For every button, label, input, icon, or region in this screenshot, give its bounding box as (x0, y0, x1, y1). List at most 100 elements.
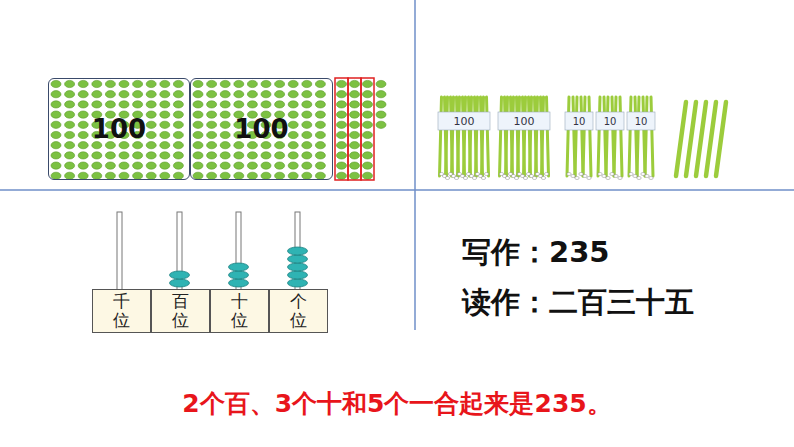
dot (288, 91, 298, 98)
stick-bundles (438, 97, 726, 180)
dot (363, 101, 373, 108)
divider (414, 0, 416, 330)
dot (133, 152, 143, 159)
dot (193, 80, 203, 87)
dot (363, 121, 373, 128)
dot (247, 91, 257, 98)
dot (193, 131, 203, 138)
stick-end (454, 177, 458, 180)
dot (234, 101, 244, 108)
stick (512, 97, 514, 176)
dot (302, 121, 312, 128)
dot (376, 121, 386, 128)
dot (350, 101, 360, 108)
bead (170, 279, 190, 287)
divider (0, 189, 794, 191)
stick (614, 97, 616, 176)
stick (505, 97, 507, 176)
bead (288, 247, 308, 255)
dot (350, 172, 360, 179)
dot (173, 162, 183, 169)
dot (220, 131, 230, 138)
stick (637, 97, 639, 176)
dot (193, 101, 203, 108)
dot (133, 91, 143, 98)
dot (193, 91, 203, 98)
dot (220, 162, 230, 169)
dot (220, 142, 230, 149)
dot (302, 152, 312, 159)
dot (51, 162, 61, 169)
dot (160, 121, 170, 128)
dot (119, 172, 129, 179)
dot (288, 142, 298, 149)
dot (261, 172, 271, 179)
bundle-label: 100 (454, 115, 475, 128)
dot (261, 91, 271, 98)
stick (463, 97, 465, 176)
dot (288, 162, 298, 169)
stick (506, 97, 508, 176)
bead (288, 279, 308, 287)
dot (105, 80, 115, 87)
stick-end (571, 175, 575, 178)
stick-end (523, 177, 527, 180)
dot (146, 111, 156, 118)
dot (207, 162, 217, 169)
single-stick (706, 102, 716, 176)
dot (160, 111, 170, 118)
dot (173, 111, 183, 118)
dot (146, 142, 156, 149)
stick-end (481, 177, 485, 180)
dot (315, 172, 325, 179)
dot (337, 131, 347, 138)
dot (51, 111, 61, 118)
dot (275, 152, 285, 159)
stick (475, 97, 477, 176)
dot (350, 162, 360, 169)
dot (247, 152, 257, 159)
dot (78, 121, 88, 128)
dot (160, 142, 170, 149)
stick-end (579, 173, 583, 176)
dot (350, 142, 360, 149)
stick-end (645, 175, 649, 178)
stick (523, 97, 525, 176)
dot (234, 172, 244, 179)
bead (288, 263, 308, 271)
dot (78, 172, 88, 179)
dot (207, 121, 217, 128)
bundle-band (438, 112, 490, 130)
written-form: 写作：235 (462, 233, 610, 273)
dot (65, 162, 75, 169)
stick (511, 97, 513, 176)
dot (261, 152, 271, 159)
stick (645, 97, 647, 176)
dot (247, 101, 257, 108)
dot (146, 91, 156, 98)
bundle-label: 100 (514, 115, 535, 128)
dot (193, 142, 203, 149)
dot (207, 142, 217, 149)
dot (173, 172, 183, 179)
dot (234, 162, 244, 169)
value-label: 100 (234, 114, 288, 144)
hundred-block: 100 (190, 78, 333, 180)
stick-end (484, 173, 488, 176)
dot (119, 80, 129, 87)
place-label: 个位 (269, 289, 328, 333)
stick (598, 97, 600, 176)
dot (207, 91, 217, 98)
dot (78, 162, 88, 169)
dot (288, 101, 298, 108)
dot (302, 111, 312, 118)
single-stick (696, 102, 706, 176)
stick (547, 97, 549, 176)
stick (476, 97, 478, 176)
dot (160, 172, 170, 179)
dot (288, 121, 298, 128)
bundle-band (565, 112, 593, 130)
dot (337, 91, 347, 98)
stick (440, 97, 442, 176)
single-stick (716, 102, 726, 176)
